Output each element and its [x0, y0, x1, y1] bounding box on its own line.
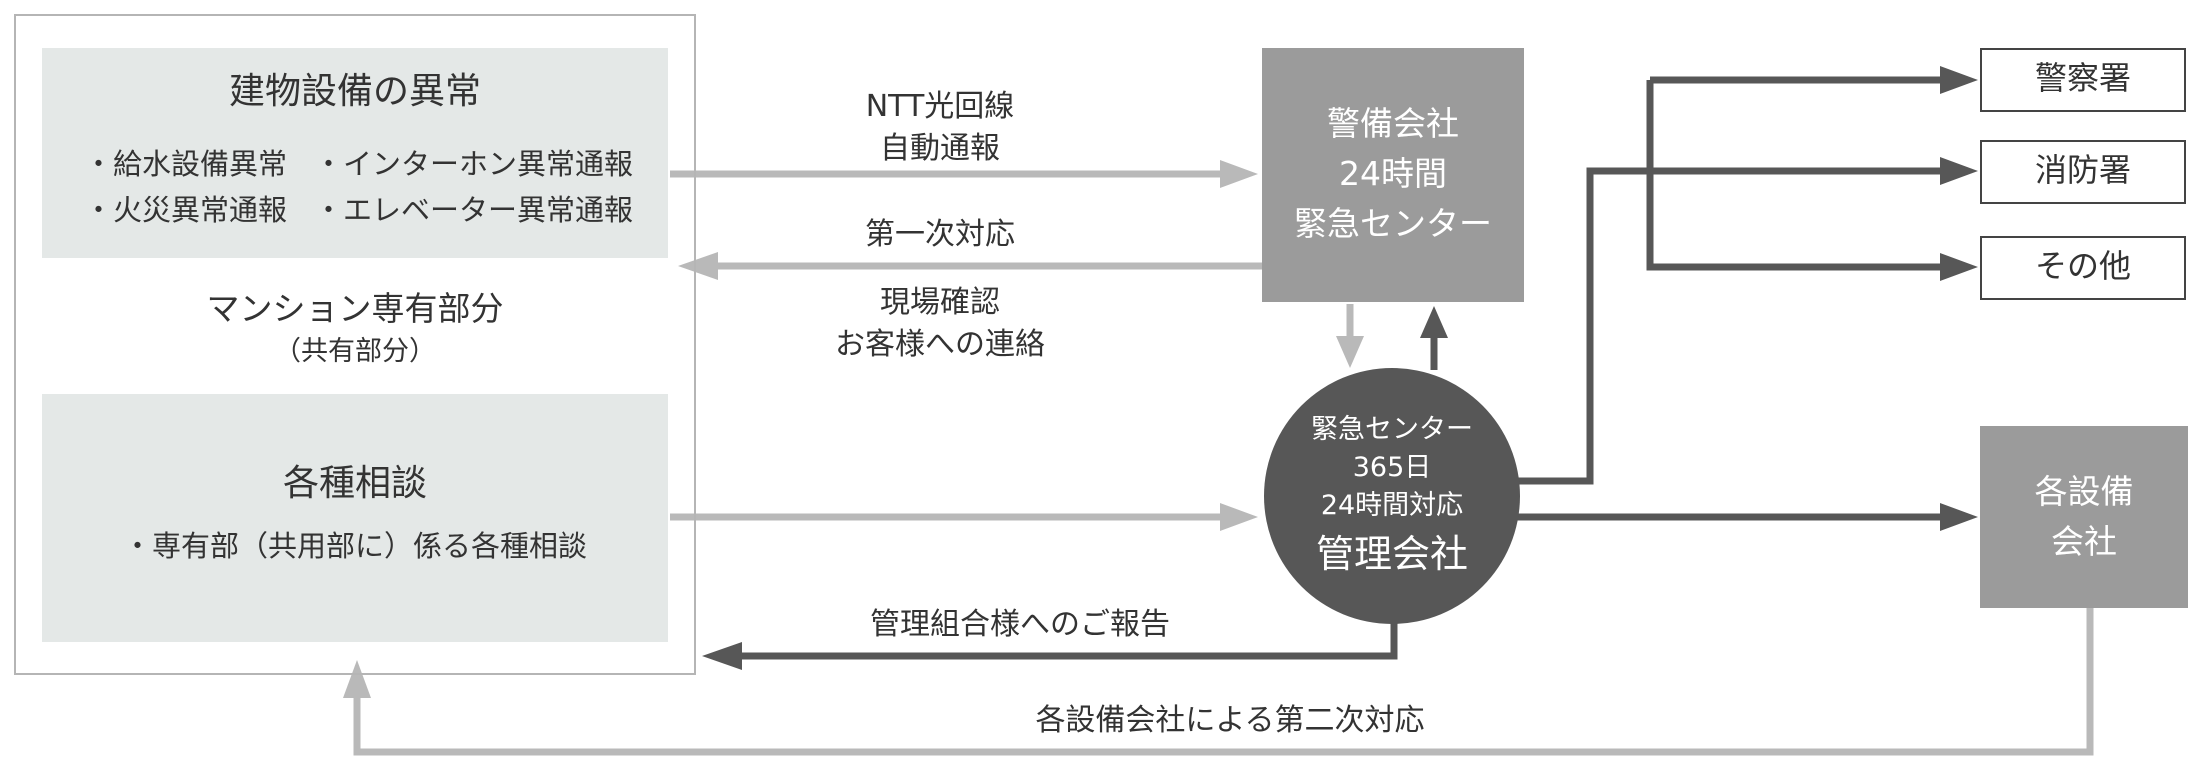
- label-second-response: 各設備会社による第二次対応: [1035, 703, 1425, 738]
- building-anomaly-box: 建物設備の異常 ・給水設備異常 ・インターホン異常通報 ・火災異常通報 ・エレベ…: [42, 48, 668, 258]
- arrow-report-to-association: [702, 618, 1398, 670]
- management-line: 24時間対応: [1320, 490, 1464, 521]
- management-company-name: 管理会社: [1315, 532, 1468, 576]
- consultation-title: 各種相談: [282, 463, 427, 504]
- mansion-sub-label: （共有部分）: [274, 336, 436, 367]
- arrow-security-to-management: [1336, 304, 1364, 368]
- equipment-company-line: 会社: [2051, 522, 2117, 561]
- label-auto-report: 自動通報: [880, 131, 1000, 166]
- anomaly-item: ・インターホン異常通報: [314, 147, 634, 181]
- anomaly-item: ・エレベーター異常通報: [314, 193, 634, 227]
- fire-station-box: 消防署: [1980, 140, 2186, 204]
- equipment-company-line: 各設備: [2034, 472, 2134, 511]
- arrow-management-to-equipment: [1516, 503, 1978, 531]
- arrow-ntt-auto-report: [670, 160, 1258, 188]
- building-anomaly-title: 建物設備の異常: [228, 71, 481, 112]
- security-company-line: 緊急センター: [1294, 204, 1492, 243]
- other-box: その他: [1980, 236, 2186, 300]
- label-first-response: 第一次対応: [865, 217, 1015, 252]
- label-site-check: 現場確認: [880, 285, 1000, 320]
- arrow-consult-to-management: [670, 503, 1258, 531]
- police-box: 警察署: [1980, 48, 2186, 112]
- arrow-management-to-destinations: [1516, 66, 1978, 485]
- arrow-second-response: [343, 608, 2094, 756]
- label-ntt-line: NTT光回線: [865, 89, 1015, 124]
- equipment-company-box: 各設備 会社: [1980, 426, 2188, 608]
- anomaly-item: ・給水設備異常: [84, 147, 288, 181]
- label-customer-contact: お客様への連絡: [835, 327, 1045, 362]
- security-company-line: 24時間: [1339, 154, 1447, 193]
- arrow-first-response: [678, 252, 1262, 280]
- security-company-box: 警備会社 24時間 緊急センター: [1262, 48, 1524, 302]
- security-company-line: 警備会社: [1327, 104, 1459, 143]
- management-line: 緊急センター: [1311, 414, 1473, 445]
- anomaly-item: ・火災異常通報: [84, 193, 288, 227]
- label-report-to-association: 管理組合様へのご報告: [870, 607, 1170, 642]
- management-line: 365日: [1352, 452, 1432, 483]
- mansion-panel: [14, 14, 696, 675]
- consultation-item: ・専有部（共用部に）係る各種相談: [122, 529, 587, 563]
- management-company-circle: 緊急センター 365日 24時間対応 管理会社: [1264, 368, 1520, 624]
- arrow-management-to-security: [1420, 306, 1448, 370]
- consultation-box: 各種相談 ・専有部（共用部に）係る各種相談: [42, 394, 668, 642]
- mansion-label: マンション専有部分: [206, 289, 504, 328]
